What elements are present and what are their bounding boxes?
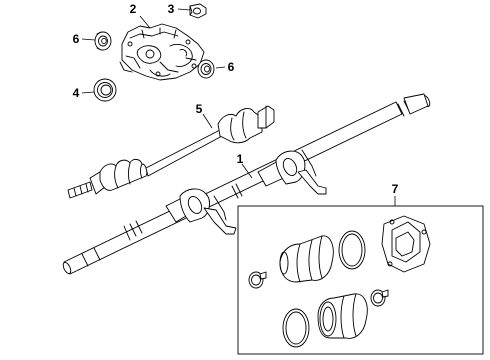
part-3-bushing [189, 3, 207, 19]
callout-2: 2 [130, 2, 137, 16]
part-7-kit-components [248, 215, 431, 348]
leader-6a [81, 38, 96, 41]
callout-6-upper: 6 [73, 32, 80, 46]
callout-1: 1 [237, 152, 244, 166]
leader-2 [139, 15, 151, 29]
leader-4 [81, 91, 95, 94]
leader-1 [241, 163, 253, 179]
callout-4: 4 [73, 86, 80, 100]
drive-shaft-assembly [62, 93, 431, 275]
callout-6-right: 6 [228, 60, 235, 74]
callout-5: 5 [196, 102, 203, 116]
part-6-seal-right [197, 59, 215, 79]
leader-5 [202, 113, 213, 129]
leader-6b [215, 66, 226, 69]
differential-assembly [119, 23, 205, 81]
callout-7: 7 [392, 182, 399, 196]
callout-3: 3 [168, 2, 175, 16]
part-6-seal-upper [94, 31, 112, 51]
part-4-seal-ring [93, 78, 117, 102]
parts-kit-box [237, 205, 484, 355]
leader-3 [177, 8, 191, 11]
half-shaft-assembly [67, 105, 275, 199]
